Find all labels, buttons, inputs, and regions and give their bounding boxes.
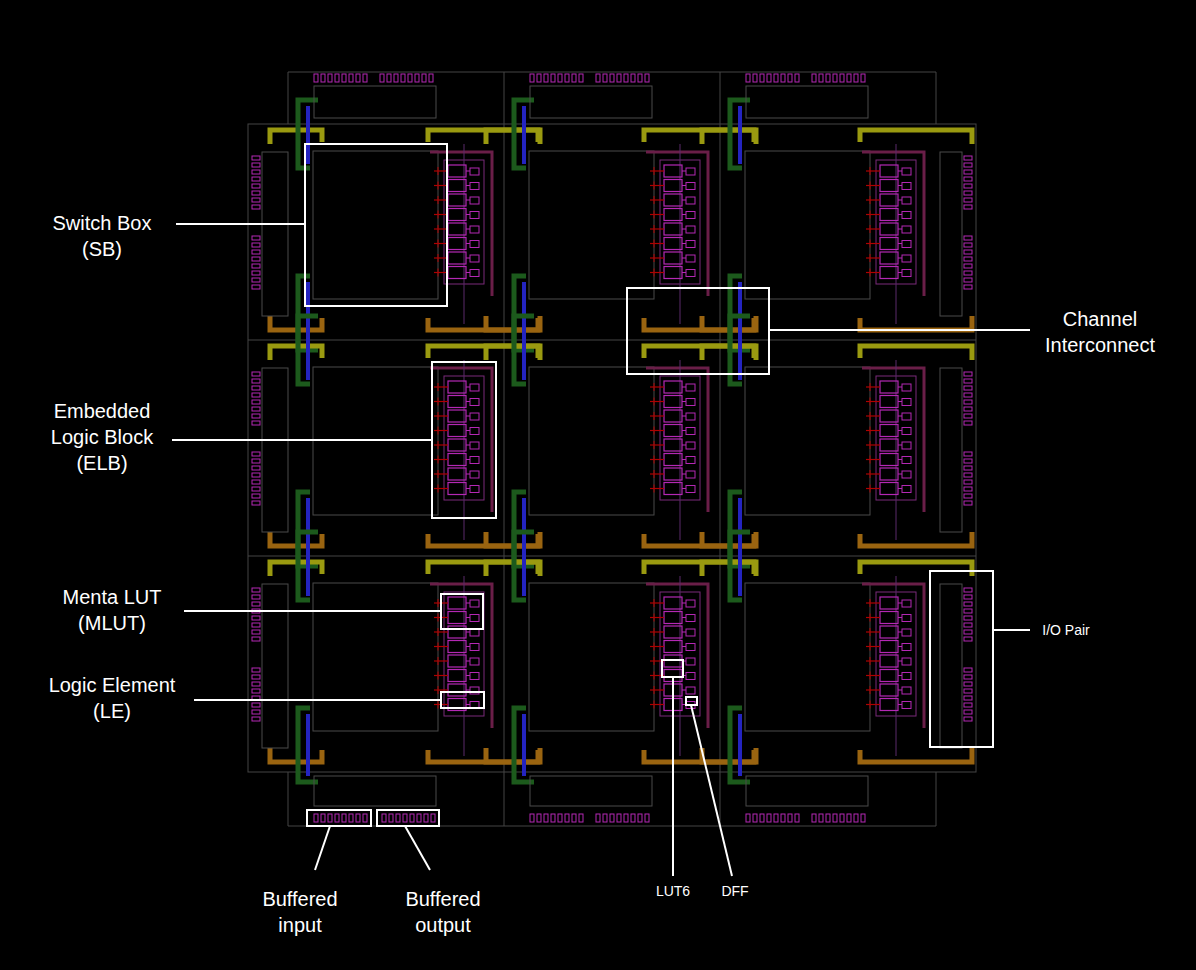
callout-label: Menta LUT (MLUT) <box>47 584 177 636</box>
callout-label: Channel Interconnect <box>1030 306 1170 358</box>
callout-label: I/O Pair <box>1031 621 1101 639</box>
callout-label: Switch Box (SB) <box>32 210 172 262</box>
callout-label: DFF <box>705 882 765 900</box>
callout-label: Buffered input <box>250 886 350 938</box>
callout-label: Logic Element (LE) <box>37 672 187 724</box>
callout-label: Buffered output <box>388 886 498 938</box>
callout-label: Embedded Logic Block (ELB) <box>40 398 165 476</box>
callout-label: LUT6 <box>643 882 703 900</box>
